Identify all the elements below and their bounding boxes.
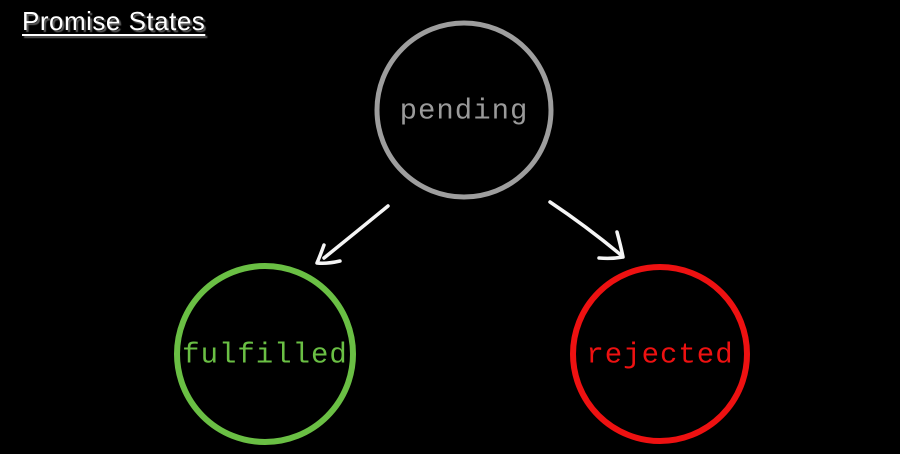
fulfilled-label: fulfilled [182,339,348,372]
state-node-rejected: rejected [570,264,750,444]
arrow-head-icon [315,243,342,265]
state-node-pending: pending [374,20,554,200]
arrow-shaft [548,200,623,257]
page-title: Promise States [22,6,206,36]
pending-label: pending [400,95,529,128]
state-node-fulfilled: fulfilled [174,263,356,445]
fulfilled-circle [174,263,356,445]
rejected-circle [570,264,750,444]
arrow-head-icon [597,230,625,261]
arrow-shaft [322,204,390,260]
rejected-label: rejected [586,339,733,372]
arrow-pending-to-fulfilled [315,204,390,265]
arrow-pending-to-rejected [548,200,625,261]
pending-circle [374,20,554,200]
